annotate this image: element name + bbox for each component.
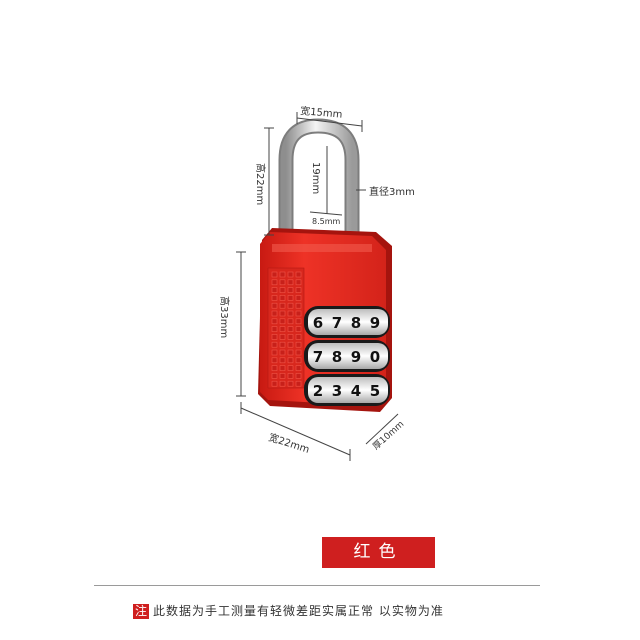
grip-dot — [271, 334, 278, 340]
dial-digit: 5 — [370, 382, 380, 400]
grip-dot — [295, 295, 302, 301]
grip-dot — [271, 349, 278, 356]
grip-dot — [271, 341, 278, 348]
grip-dot — [279, 310, 286, 317]
dial-wheel[interactable] — [308, 377, 388, 403]
dial-digit: 4 — [351, 382, 361, 400]
color-label: 红色 — [322, 537, 435, 568]
grip-dot — [287, 287, 294, 293]
grip-dot — [279, 326, 286, 332]
grip-dot — [287, 326, 294, 332]
grip-dot — [271, 287, 278, 293]
grip-dot — [287, 380, 294, 387]
grip-dot — [279, 357, 286, 364]
grip-dot — [287, 341, 294, 348]
grip-dot — [279, 349, 286, 356]
grip-dot — [295, 334, 302, 340]
grip-dot — [271, 326, 278, 332]
grip-dot — [295, 326, 302, 332]
body-width-label: 宽22mm — [267, 430, 311, 455]
grip-dot — [287, 373, 294, 379]
grip-dot — [271, 357, 278, 364]
grip-dot — [271, 310, 278, 317]
grip-dot — [279, 380, 286, 387]
grip-dot — [295, 310, 302, 317]
grip-dot — [271, 302, 278, 309]
grip-dot — [271, 295, 278, 301]
dial-wheel[interactable] — [308, 343, 388, 369]
grip-dot — [287, 310, 294, 317]
grip-dot — [279, 271, 286, 278]
dial-digit: 7 — [332, 314, 342, 332]
shackle-height-label: 高22mm — [254, 163, 267, 205]
grip-dot — [287, 279, 294, 286]
grip-dot — [279, 295, 286, 301]
grip-dot — [287, 334, 294, 340]
dial-digit: 2 — [313, 382, 323, 400]
body-thickness-label: 厚10mm — [371, 419, 407, 453]
shackle-inner-height-label: 19mm — [310, 162, 321, 194]
grip-dot — [279, 318, 286, 325]
grip-dot — [279, 365, 286, 371]
dial-digit: 8 — [332, 348, 342, 366]
grip-dot — [295, 318, 302, 325]
grip-dot — [271, 380, 278, 387]
grip-dot — [295, 365, 302, 371]
body-height-label: 高33mm — [218, 296, 231, 338]
grip-dot — [279, 279, 286, 286]
grip-dot — [271, 373, 278, 379]
grip-dot — [295, 349, 302, 356]
grip-dot — [287, 302, 294, 309]
grip-dot — [287, 349, 294, 356]
grip-dot — [279, 334, 286, 340]
grip-dot — [271, 271, 278, 278]
dial-digit: 9 — [351, 348, 361, 366]
grip-dot — [279, 373, 286, 379]
shackle-diameter-label: 直径3mm — [369, 185, 415, 198]
dimension-lines — [236, 112, 399, 461]
grip-dot — [287, 318, 294, 325]
grip-dot — [279, 287, 286, 293]
dial-digit: 0 — [370, 348, 380, 366]
dial-digit: 8 — [351, 314, 361, 332]
grip-dot — [271, 279, 278, 286]
grip-dot — [287, 357, 294, 364]
note-text: 此数据为手工测量有轻微差距实属正常 以实物为准 — [153, 604, 444, 618]
grip-dot — [279, 341, 286, 348]
grip-dot — [287, 365, 294, 371]
dial-digit: 6 — [313, 314, 323, 332]
grip-dot — [287, 271, 294, 278]
measurement-note: 注此数据为手工测量有轻微差距实属正常 以实物为准 — [133, 602, 553, 620]
grip-dot — [287, 295, 294, 301]
dimension-labels: 宽15mm 高22mm 19mm 直径3mm 8.5mm 高33mm 宽22mm… — [218, 104, 415, 456]
grip-dot — [271, 318, 278, 325]
grip-dot — [295, 287, 302, 293]
shackle-width-label: 宽15mm — [300, 104, 343, 121]
grip-dot — [295, 279, 302, 286]
grip-dot — [279, 302, 286, 309]
grip-dot — [295, 341, 302, 348]
note-mark: 注 — [133, 604, 150, 619]
grip-pattern — [267, 267, 305, 389]
dial-digit: 7 — [313, 348, 323, 366]
dial-digit: 3 — [332, 382, 342, 400]
grip-dot — [295, 302, 302, 309]
grip-dot — [295, 380, 302, 387]
grip-dot — [295, 357, 302, 364]
dial-wheel[interactable] — [308, 309, 388, 335]
grip-dot — [295, 271, 302, 278]
grip-dot — [271, 365, 278, 371]
dial-digit: 9 — [370, 314, 380, 332]
grip-dot — [295, 373, 302, 379]
shackle — [278, 118, 360, 250]
shackle-gap-label: 8.5mm — [312, 217, 341, 226]
divider — [94, 585, 540, 586]
